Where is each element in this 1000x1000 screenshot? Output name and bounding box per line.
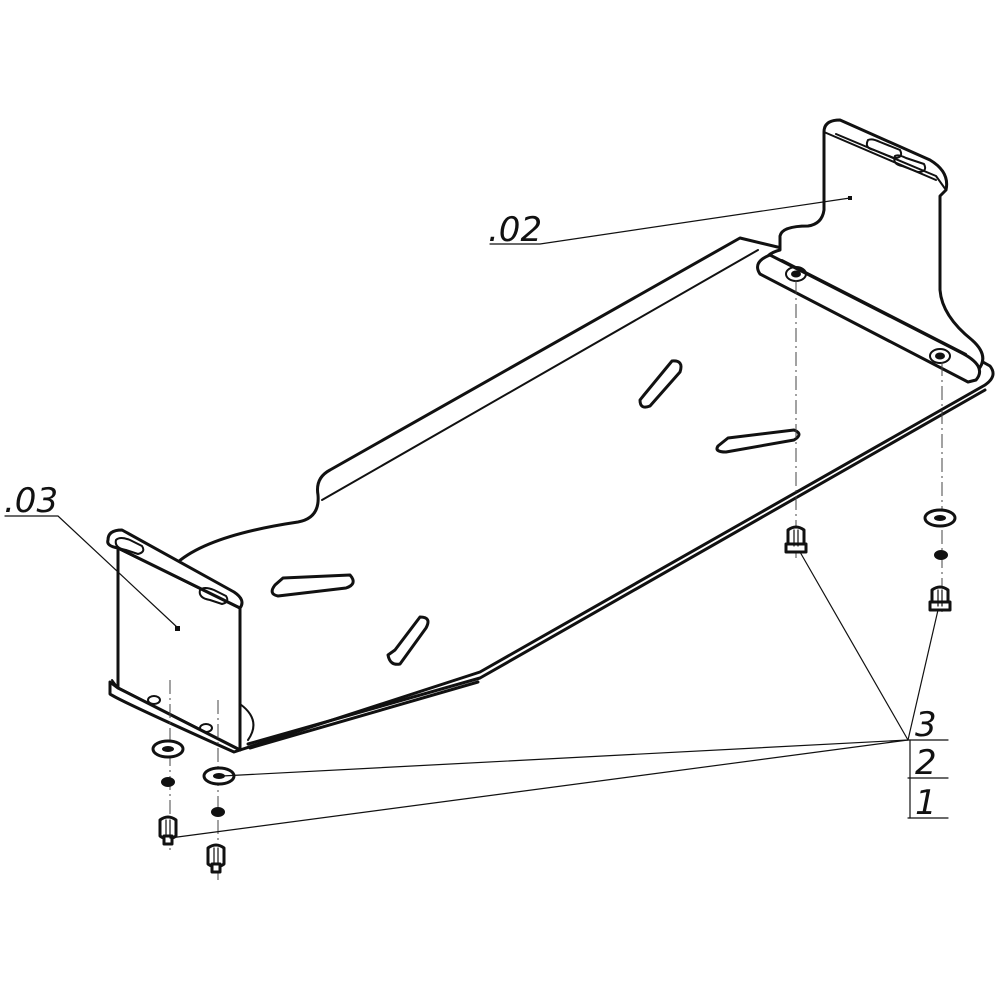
rear-bracket-slot-2 xyxy=(893,154,927,173)
front-bracket-slot-2 xyxy=(198,587,229,605)
callout-number-3: 3 xyxy=(915,705,937,745)
front-bracket xyxy=(106,528,255,754)
skid-plate-front-edge xyxy=(246,388,987,746)
front-bracket-marker xyxy=(175,626,180,631)
front-bracket-slot-1 xyxy=(114,537,145,555)
rear-bolt-hole-2-core xyxy=(935,352,945,360)
lock-washer-icon xyxy=(161,777,175,787)
front-bracket-bottom-edge xyxy=(111,679,255,741)
callout-number-2: 2 xyxy=(915,743,937,783)
label-part-03: .03 xyxy=(4,481,58,521)
rear-bracket xyxy=(756,118,985,384)
skid-plate xyxy=(176,236,995,752)
leader-lines xyxy=(4,197,939,839)
label-part-02: .02 xyxy=(488,210,542,250)
rear-bracket-flange-line xyxy=(781,259,967,355)
rear-bracket-bottom-flange xyxy=(756,253,981,384)
front-bracket-bottom-flange xyxy=(108,680,242,754)
fastener-stack-front-left xyxy=(151,739,185,846)
rear-bolt-hole-2 xyxy=(929,348,951,364)
slot-1 xyxy=(270,573,355,598)
skid-plate-edge-shadow xyxy=(248,680,480,750)
bolt-icon xyxy=(206,843,226,874)
bolt-icon xyxy=(928,585,952,612)
bolt-icon xyxy=(158,815,178,846)
bolt-icon xyxy=(784,525,808,554)
parts-callout-table: 3 2 1 xyxy=(907,705,949,823)
fastener-stack-rear-left xyxy=(784,525,808,554)
front-bolt-hole-2 xyxy=(199,723,213,733)
fastener-stack-front-right xyxy=(202,766,236,874)
slot-3 xyxy=(638,359,683,409)
lock-washer-icon xyxy=(211,807,225,817)
slot-4 xyxy=(715,428,801,454)
fastener-center-lines xyxy=(169,280,943,880)
leader-part-02 xyxy=(489,197,851,245)
skid-plate-outline xyxy=(176,236,995,752)
rear-bolt-hole-1-core xyxy=(791,270,801,278)
lock-washer-icon xyxy=(934,550,948,560)
fastener-stack-rear-right xyxy=(923,508,957,612)
callout-number-1: 1 xyxy=(915,783,937,823)
leader-part-03 xyxy=(4,515,179,629)
slot-2 xyxy=(386,615,430,666)
skid-plate-bend-line xyxy=(321,249,759,501)
front-bolt-hole-1 xyxy=(147,695,161,705)
